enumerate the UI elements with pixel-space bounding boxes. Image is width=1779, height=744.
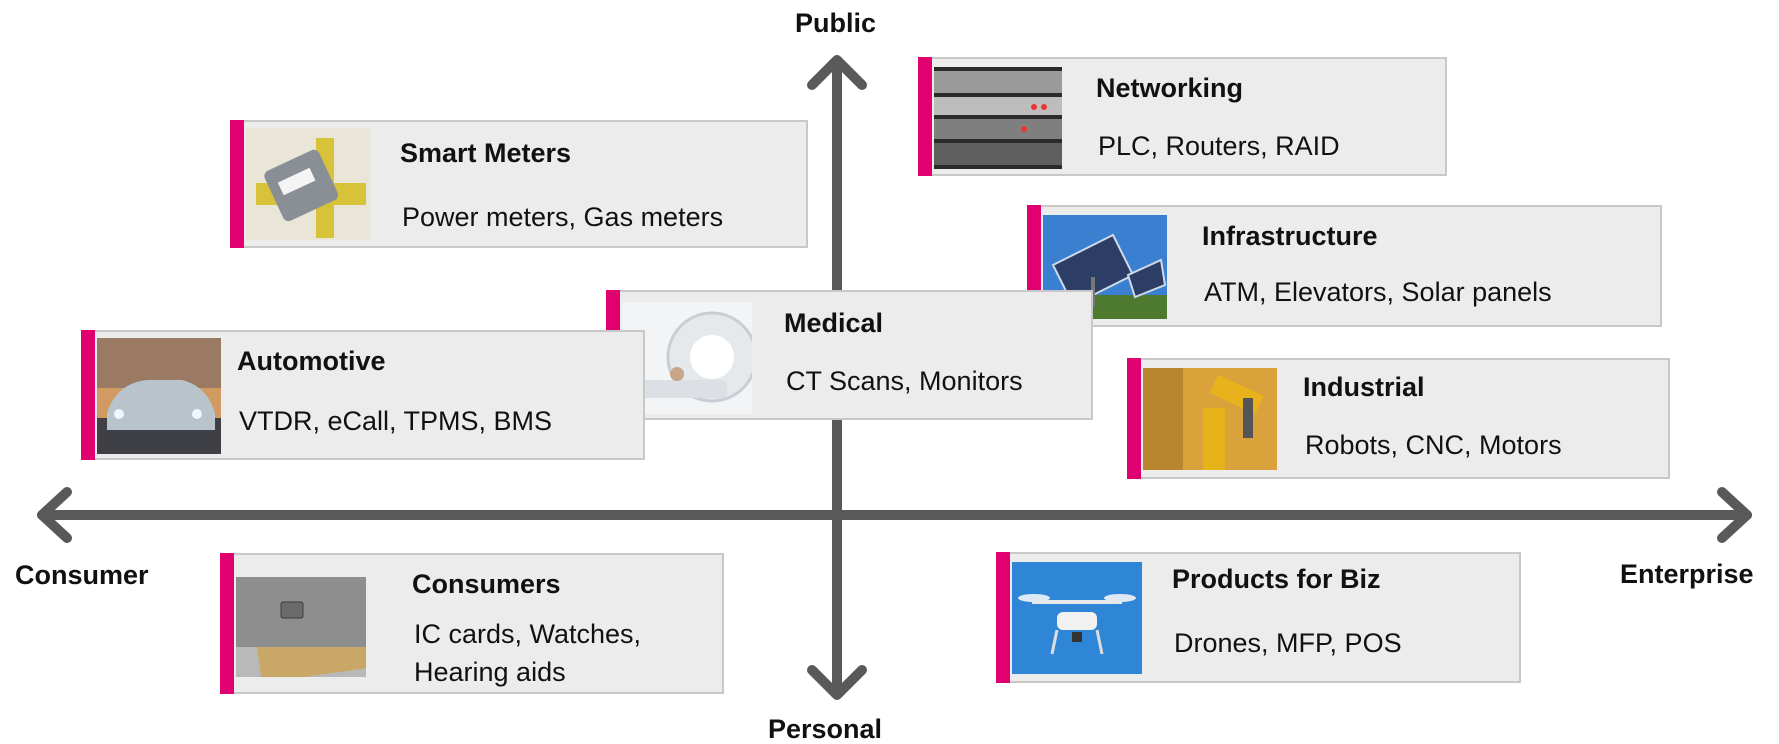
card-title: Smart Meters: [400, 138, 572, 168]
ct-scanner-photo: [622, 302, 752, 414]
card-smart-meters: Smart Meters Power meters, Gas meters: [230, 120, 808, 248]
card-description: CT Scans, Monitors: [786, 366, 1023, 396]
card-accent: [230, 120, 244, 248]
card-products-for-biz: Products for Biz Drones, MFP, POS: [996, 552, 1521, 683]
card-title: Networking: [1096, 73, 1244, 103]
robot-arm-photo: [1143, 368, 1277, 470]
card-automotive: Automotive VTDR, eCall, TPMS, BMS: [81, 330, 645, 460]
card-accent: [918, 57, 932, 176]
axis-label-public: Public: [795, 8, 877, 38]
card-description: Drones, MFP, POS: [1174, 628, 1402, 658]
axis-label-personal: Personal: [768, 714, 883, 744]
card-title: Consumers: [412, 569, 561, 599]
card-accent: [220, 553, 234, 694]
card-title: Products for Biz: [1172, 564, 1381, 594]
card-description: Robots, CNC, Motors: [1305, 430, 1562, 460]
card-description: PLC, Routers, RAID: [1098, 131, 1340, 161]
card-description-line1: IC cards, Watches,: [414, 619, 642, 649]
down-arrowhead: [807, 665, 867, 700]
card-accent: [996, 552, 1010, 683]
card-description: Power meters, Gas meters: [402, 202, 724, 232]
card-consumers: Consumers IC cards, Watches, Hearing aid…: [220, 553, 724, 694]
card-infrastructure: Infrastructure ATM, Elevators, Solar pan…: [1027, 205, 1662, 327]
card-description: ATM, Elevators, Solar panels: [1204, 277, 1552, 307]
card-medical: Medical CT Scans, Monitors: [606, 290, 1093, 420]
card-title: Automotive: [237, 346, 386, 376]
card-industrial: Industrial Robots, CNC, Motors: [1127, 358, 1670, 479]
drone-photo: [1012, 562, 1142, 674]
card-title: Infrastructure: [1202, 221, 1378, 251]
gas-meter-photo: [246, 128, 370, 240]
up-arrowhead: [807, 55, 867, 90]
card-description: VTDR, eCall, TPMS, BMS: [239, 406, 553, 436]
card-accent: [1127, 358, 1141, 479]
card-description-line2: Hearing aids: [414, 657, 566, 687]
axis-label-enterprise: Enterprise: [1620, 559, 1754, 589]
right-arrowhead: [1717, 487, 1752, 543]
card-title: Industrial: [1303, 372, 1425, 402]
axis-label-consumer: Consumer: [15, 560, 149, 590]
card-accent: [81, 330, 95, 460]
card-title: Medical: [784, 308, 884, 338]
left-arrowhead: [37, 487, 72, 543]
car-photo: [97, 338, 221, 454]
card-networking: Networking PLC, Routers, RAID: [918, 57, 1447, 176]
server-rack-photo: [934, 67, 1062, 169]
ic-card-photo: [236, 577, 366, 677]
